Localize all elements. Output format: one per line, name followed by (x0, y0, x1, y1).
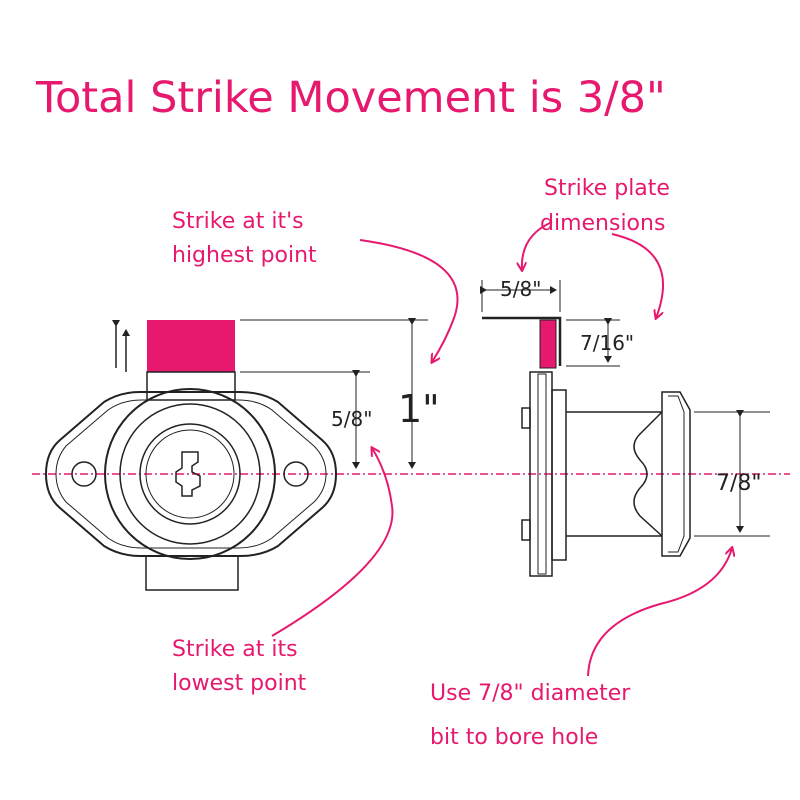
dim-label-5-8in: 5/8" (331, 407, 372, 431)
face-plate-inner (537, 373, 547, 575)
flange-inner-edge (55, 399, 327, 549)
side-view-lock (482, 316, 691, 577)
front-view-lock (44, 320, 338, 591)
cylinder-face (139, 423, 241, 525)
arrow-to-plate-width (522, 221, 553, 270)
face-tab-top (521, 407, 531, 429)
cylinder-outer-ring (104, 388, 276, 560)
strike-plate-pink (539, 319, 557, 369)
dim-label-1in: 1" (398, 387, 440, 431)
annotation-highest-line2: highest point (172, 243, 317, 268)
lock-body-side (551, 389, 567, 561)
annotation-highest-line1: Strike at it's (172, 209, 304, 234)
annotation-plate-line1: Strike plate (544, 176, 670, 201)
annotation-lowest-line2: lowest point (172, 671, 307, 696)
cylinder-plug (145, 429, 235, 519)
arrow-to-bore (587, 548, 732, 677)
diagram-title: Total Strike Movement is 3/8" (35, 73, 666, 123)
screw-hole-left (71, 461, 97, 487)
dim-label-plate-width: 5/8" (500, 277, 541, 301)
annotation-plate: Strike plate dimensions (522, 176, 670, 318)
arrow-to-lowest (271, 448, 394, 637)
dim-label-bore: 7/8" (716, 471, 762, 496)
annotation-lowest-line1: Strike at its (172, 637, 298, 662)
arrow-to-highest (359, 239, 459, 362)
annotation-bore-line2: bit to bore hole (430, 725, 598, 750)
face-tab-bottom (521, 519, 531, 541)
strike-plate-profile (482, 316, 562, 366)
strike-bolt (147, 320, 235, 372)
annotation-bore-line1: Use 7/8" diameter (430, 681, 631, 706)
bezel-inner (668, 395, 685, 553)
travel-dimensions: 1" 5/8" (240, 318, 440, 469)
arrow-to-plate-height (611, 233, 664, 318)
lock-body-bottom (145, 556, 239, 591)
mounting-flange (44, 391, 338, 557)
annotation-lowest: Strike at its lowest point (172, 448, 394, 696)
keyway-icon (175, 451, 201, 497)
cylinder-bezel (661, 391, 691, 557)
cylinder-ring (119, 403, 261, 545)
annotation-plate-line2: dimensions (540, 211, 665, 236)
screw-hole-right (283, 461, 309, 487)
side-dimensions: 5/8" 7/16" 7/8" (480, 277, 770, 537)
cylinder-body-curve (633, 411, 663, 537)
cylinder-housing (566, 411, 662, 537)
dim-label-plate-height: 7/16" (580, 331, 634, 355)
annotation-highest: Strike at it's highest point (172, 209, 459, 362)
annotation-bore: Use 7/8" diameter bit to bore hole (430, 548, 732, 750)
